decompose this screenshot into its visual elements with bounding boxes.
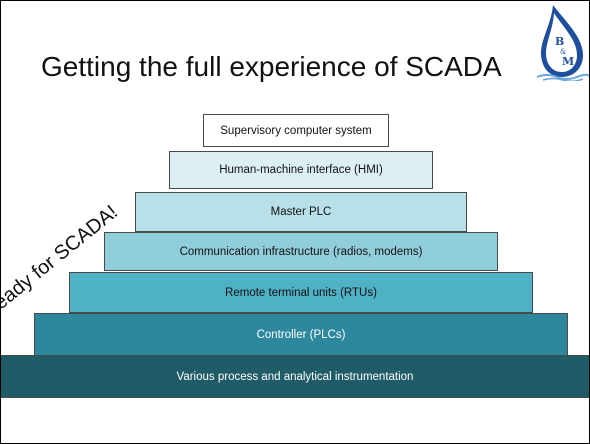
tier-supervisory-computer: Supervisory computer system <box>203 114 389 147</box>
water-drop-logo: B & M <box>536 5 589 81</box>
tier-label: Various process and analytical instrumen… <box>176 370 414 383</box>
tier-remote-terminal-units: Remote terminal units (RTUs) <box>69 272 533 313</box>
tier-label: Controller (PLCs) <box>256 328 346 341</box>
tier-label: Master PLC <box>270 206 332 218</box>
tier-label: Human-machine interface (HMI) <box>219 164 383 176</box>
tier-label: Communication infrastructure (radios, mo… <box>179 245 423 258</box>
logo-letter-bottom: M <box>562 55 574 68</box>
tier-master-plc: Master PLC <box>135 192 467 232</box>
logo-letter-mid: & <box>560 48 566 56</box>
tier-label: Remote terminal units (RTUs) <box>225 286 377 299</box>
tier-label: Supervisory computer system <box>220 124 372 137</box>
logo-letter-top: B <box>555 35 564 48</box>
drop-inner <box>546 13 577 72</box>
slide-title: Getting the full experience of SCADA <box>41 51 502 82</box>
logo-water-wave-2 <box>542 77 584 81</box>
tier-process-instrumentation: Various process and analytical instrumen… <box>1 355 589 398</box>
tier-hmi: Human-machine interface (HMI) <box>169 151 433 189</box>
tier-communication-infrastructure: Communication infrastructure (radios, mo… <box>104 232 498 271</box>
logo-water-wave <box>536 73 589 80</box>
tier-controller-plcs: Controller (PLCs) <box>34 313 568 356</box>
